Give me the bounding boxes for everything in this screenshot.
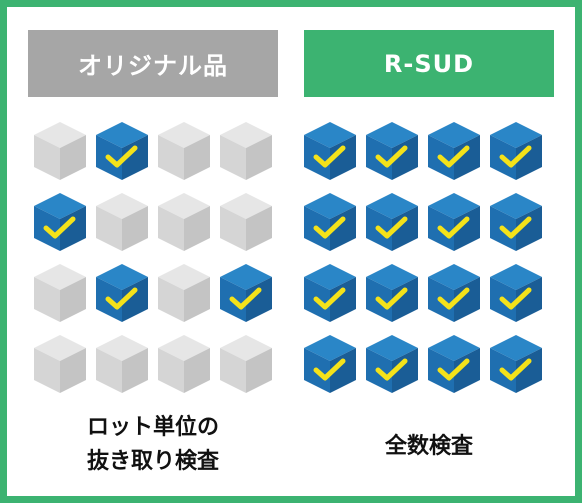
checked-cube-icon [490,193,542,251]
checkmark-icon [375,145,408,168]
unchecked-cube-icon [34,335,86,393]
checked-cube-icon [304,193,356,251]
unchecked-cube-icon [158,193,210,251]
checkmark-icon [499,287,532,310]
checkmark-icon [499,145,532,168]
unchecked-cube-icon [220,122,272,180]
original-product-header: オリジナル品 [28,30,278,97]
unchecked-cube-icon [96,193,148,251]
checked-cube-icon [428,122,480,180]
checked-cube-icon [304,335,356,393]
caption-line-1: ロット単位の [86,415,219,440]
original-product-caption: ロット単位の 抜き取り検査 [28,411,278,479]
checkmark-icon [499,216,532,239]
checkmark-icon [105,145,138,168]
checkmark-icon [313,216,346,239]
checked-cube-icon [366,335,418,393]
unchecked-cube-icon [158,264,210,322]
checkmark-icon [499,358,532,381]
unchecked-cube-icon [158,335,210,393]
checkmark-icon [437,145,470,168]
checked-cube-icon [220,264,272,322]
caption-line-1: 全数検査 [384,434,473,459]
checkmark-icon [437,358,470,381]
checked-cube-icon [366,122,418,180]
checkmark-icon [375,216,408,239]
checked-cube-icon [304,264,356,322]
checkmark-icon [313,358,346,381]
checkmark-icon [43,216,76,239]
checkmark-icon [375,287,408,310]
checked-cube-icon [490,264,542,322]
checkmark-icon [375,358,408,381]
checkmark-icon [229,287,262,310]
r-sud-caption: 全数検査 [304,430,554,464]
checked-cube-icon [304,122,356,180]
checked-cube-icon [34,193,86,251]
checked-cube-icon [428,264,480,322]
unchecked-cube-icon [158,122,210,180]
checkmark-icon [313,287,346,310]
unchecked-cube-icon [34,122,86,180]
checked-cube-icon [490,335,542,393]
checkmark-icon [437,287,470,310]
checked-cube-icon [428,193,480,251]
checkmark-icon [105,287,138,310]
checked-cube-icon [96,264,148,322]
checkmark-icon [437,216,470,239]
checked-cube-icon [490,122,542,180]
checked-cube-icon [366,264,418,322]
checked-cube-icon [96,122,148,180]
unchecked-cube-icon [96,335,148,393]
unchecked-cube-icon [220,335,272,393]
unchecked-cube-icon [220,193,272,251]
unchecked-cube-icon [34,264,86,322]
r-sud-header: R-SUD [304,30,554,97]
checked-cube-icon [366,193,418,251]
checked-cube-icon [428,335,480,393]
caption-line-2: 抜き取り検査 [86,449,219,474]
checkmark-icon [313,145,346,168]
